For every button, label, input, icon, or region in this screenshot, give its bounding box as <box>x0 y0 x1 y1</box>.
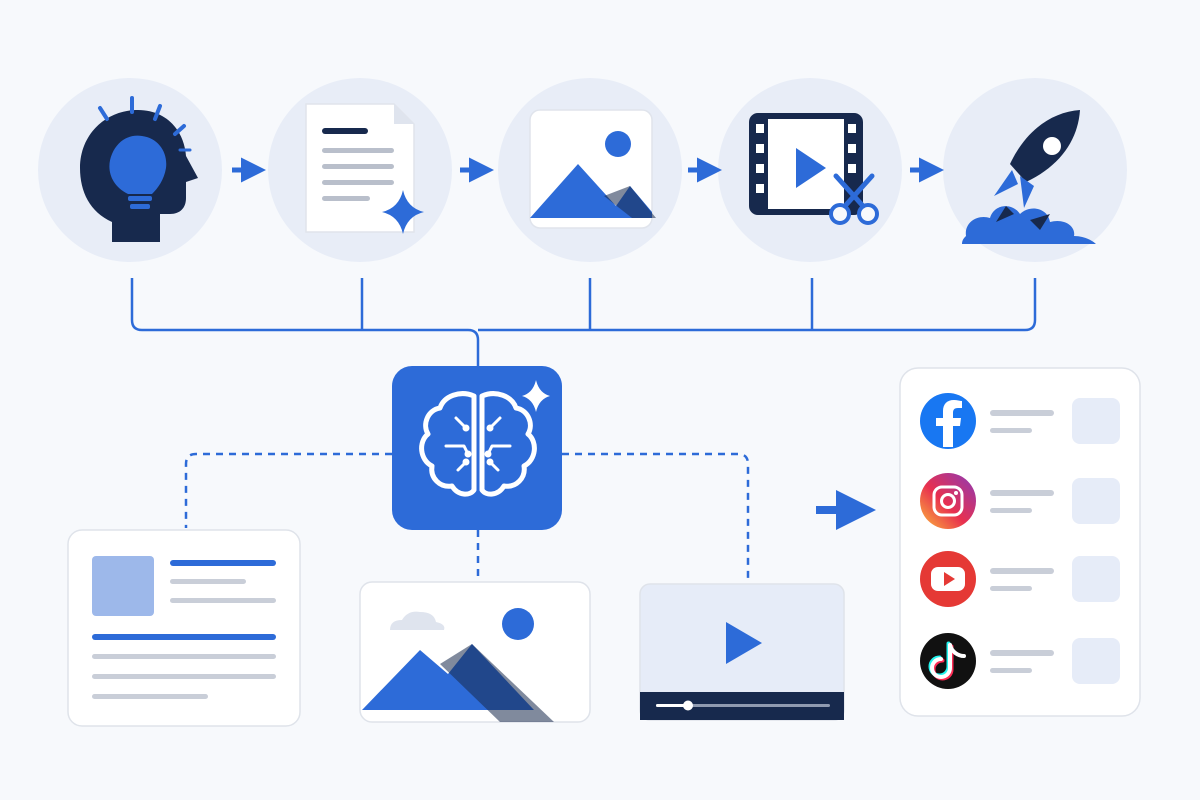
image-icon <box>529 109 656 229</box>
document-sparkle-icon <box>305 103 424 234</box>
instagram-icon <box>920 473 976 529</box>
social-row-facebook <box>920 393 1120 449</box>
sparkle-icon <box>522 380 550 412</box>
social-row-tiktok <box>920 633 1120 689</box>
film-scissors-icon <box>749 113 879 225</box>
image-card-icon <box>359 581 591 723</box>
stage-connector-bracket <box>130 278 1037 368</box>
rocket-icon <box>962 110 1096 244</box>
article-card-icon <box>67 529 301 727</box>
output-connectors <box>184 452 750 582</box>
video-player-icon <box>639 583 845 721</box>
social-panel <box>899 367 1141 717</box>
social-row-instagram <box>920 473 1120 529</box>
ai-brain-icon <box>419 391 537 497</box>
ai-hub <box>392 366 562 530</box>
lightbulb-head-icon <box>80 96 198 242</box>
social-row-youtube <box>920 551 1120 607</box>
